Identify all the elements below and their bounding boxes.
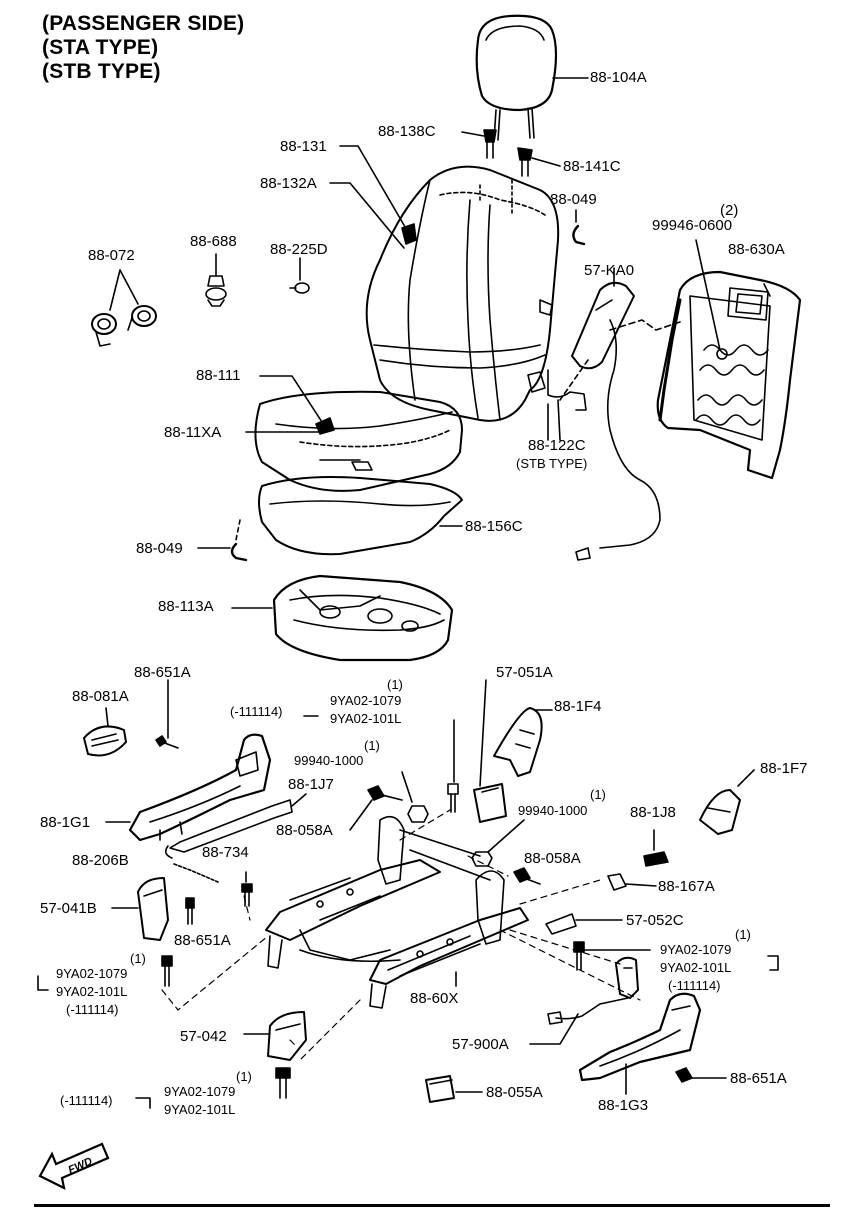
seat-belt-buckle-part — [529, 956, 639, 1045]
part-label: 88-1F4 — [554, 698, 602, 715]
part-label: 88-055A — [486, 1084, 543, 1101]
part-label: 88-651A — [730, 1070, 787, 1087]
screw-part — [289, 257, 310, 294]
part-qty: (1) — [590, 787, 606, 802]
rod-part — [164, 793, 307, 859]
part-label: 99946-0600 — [652, 217, 733, 234]
part-label: 88-1F7 — [760, 760, 808, 777]
part-label: 88-651A — [174, 932, 231, 949]
side-shield-part — [105, 733, 272, 842]
part-note: (-111114) — [230, 704, 283, 719]
part-label: 9YA02-1079 — [56, 966, 128, 981]
part-label: 88-1G1 — [40, 814, 91, 831]
part-label: 88-111 — [196, 367, 241, 384]
part-label: 88-058A — [524, 850, 581, 867]
part-label: 9YA02-1079 — [330, 693, 402, 708]
part-label: 9YA02-101L — [164, 1102, 236, 1117]
part-qty: (2) — [720, 202, 739, 219]
part-label: 88-058A — [276, 822, 333, 839]
part-qty: (1) — [735, 927, 751, 942]
part-label: 88-651A — [134, 664, 191, 681]
part-label: 88-113A — [158, 598, 214, 615]
part-label: 88-1J7 — [288, 776, 334, 793]
part-label: 88-104A — [590, 69, 647, 86]
part-label: 9YA02-1079 — [164, 1084, 236, 1099]
seat-track-part — [265, 815, 529, 1009]
part-label: 88-049 — [550, 191, 597, 208]
part-qty: (1) — [387, 677, 403, 692]
part-label: 57-052C — [626, 912, 684, 929]
part-label: 99940-1000 — [518, 803, 588, 818]
part-label: 88-688 — [190, 233, 237, 250]
seat-cushion-part — [245, 375, 463, 492]
clip-part — [91, 269, 157, 347]
part-label: 88-049 — [136, 540, 183, 557]
part-label: 88-60X — [410, 990, 459, 1007]
part-label: 99940-1000 — [294, 753, 364, 768]
seat-back-frame-part — [656, 239, 802, 480]
part-label: 88-1G3 — [598, 1097, 649, 1114]
header-stb-type: (STB TYPE) — [42, 60, 161, 83]
part-label: 88-206B — [72, 852, 129, 869]
part-note: (-111114) — [66, 1002, 119, 1017]
part-label: 57-042 — [180, 1028, 227, 1045]
part-note: (-111114) — [60, 1093, 113, 1108]
side-airbag-part — [559, 267, 681, 561]
part-label: 88-131 — [280, 138, 327, 155]
forward-arrow-icon — [38, 1142, 110, 1190]
header-passenger-side: (PASSENGER SIDE) — [42, 12, 245, 35]
part-label: 57-KA0 — [584, 262, 635, 279]
cover-part — [243, 1011, 307, 1061]
part-label: 57-900A — [452, 1036, 509, 1053]
lever-part — [699, 769, 755, 835]
part-label: 88-11XA — [164, 424, 222, 441]
part-label: 88-122C — [528, 437, 586, 454]
part-label: 57-051A — [496, 664, 553, 681]
part-qty: (1) — [364, 738, 380, 753]
seat-back-cover-part — [365, 165, 560, 422]
side-shield-part — [578, 992, 702, 1095]
seat-pan-part — [231, 574, 454, 662]
part-label: 88-156C — [465, 518, 523, 535]
seat-pad-part — [235, 476, 463, 556]
part-label: 57-041B — [40, 900, 97, 917]
part-label: 88-734 — [202, 844, 249, 861]
part-label: 9YA02-101L — [330, 711, 402, 726]
part-label: 88-138C — [378, 123, 436, 140]
part-qty: (1) — [130, 951, 146, 966]
part-label: 88-072 — [88, 247, 135, 264]
part-note: (-111114) — [668, 978, 721, 993]
bracket-part — [493, 707, 553, 777]
part-label: 88-630A — [728, 241, 785, 258]
trim-cover-part — [111, 877, 169, 941]
part-label: 88-081A — [72, 688, 129, 705]
part-label: 9YA02-1079 — [660, 942, 732, 957]
headrest-guide-part — [461, 129, 561, 177]
bottom-rule — [34, 1204, 830, 1207]
part-qty: (1) — [236, 1069, 252, 1084]
part-label: 9YA02-101L — [56, 984, 128, 999]
part-label: 88-1J8 — [630, 804, 676, 821]
buckle-cover-part — [473, 679, 507, 823]
part-label: 88-141C — [563, 158, 621, 175]
part-label: 9YA02-101L — [660, 960, 732, 975]
header-sta-type: (STA TYPE) — [42, 36, 159, 59]
headrest-part — [475, 14, 589, 141]
part-label: 88-132A — [260, 175, 317, 192]
part-label: 88-225D — [270, 241, 328, 258]
knob-part — [83, 707, 127, 757]
part-note: (STB TYPE) — [516, 456, 588, 471]
fastener-part — [205, 253, 227, 307]
part-label: 88-167A — [658, 878, 715, 895]
